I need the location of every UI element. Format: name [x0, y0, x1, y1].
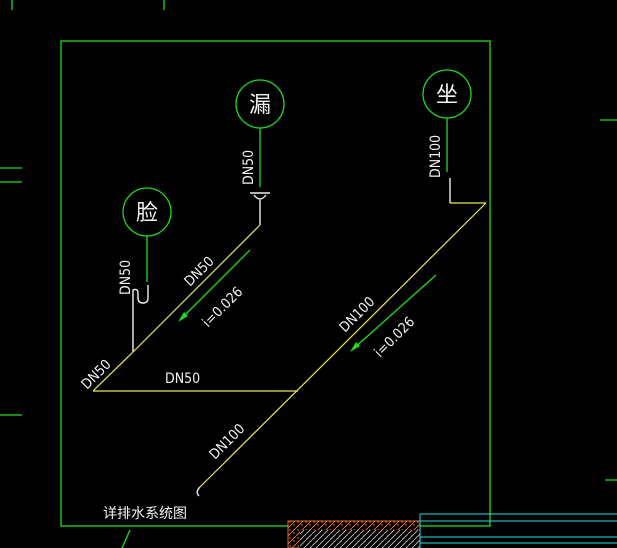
dn100-main-label: DN100 — [337, 294, 379, 336]
washbasin-trap — [132, 285, 149, 352]
toilet-label: 坐 — [436, 83, 458, 108]
dn50-branch-label: DN50 — [182, 254, 218, 290]
dn50-horizontal-label: DN50 — [165, 371, 200, 387]
section-detail — [287, 513, 617, 548]
dn50-floor-drain-label: DN50 — [241, 150, 257, 185]
floor-drain-trap — [250, 192, 270, 225]
drain-pipes — [92, 202, 487, 497]
slope-arrow-main — [350, 274, 437, 352]
washbasin-label: 脸 — [136, 201, 158, 226]
floor-drain-label: 漏 — [249, 93, 271, 118]
slope-main-label: i=0.026 — [372, 314, 419, 361]
dn100-toilet-label: DN100 — [428, 135, 444, 178]
slope-arrow-branch — [178, 249, 251, 322]
dn100-outlet-label: DN100 — [207, 421, 249, 463]
drawing-frame — [60, 40, 491, 527]
dn50-washbasin-label: DN50 — [118, 260, 134, 295]
drawing-title: 详排水系统图 — [103, 506, 187, 522]
slope-branch-label: i=0.026 — [200, 284, 247, 331]
